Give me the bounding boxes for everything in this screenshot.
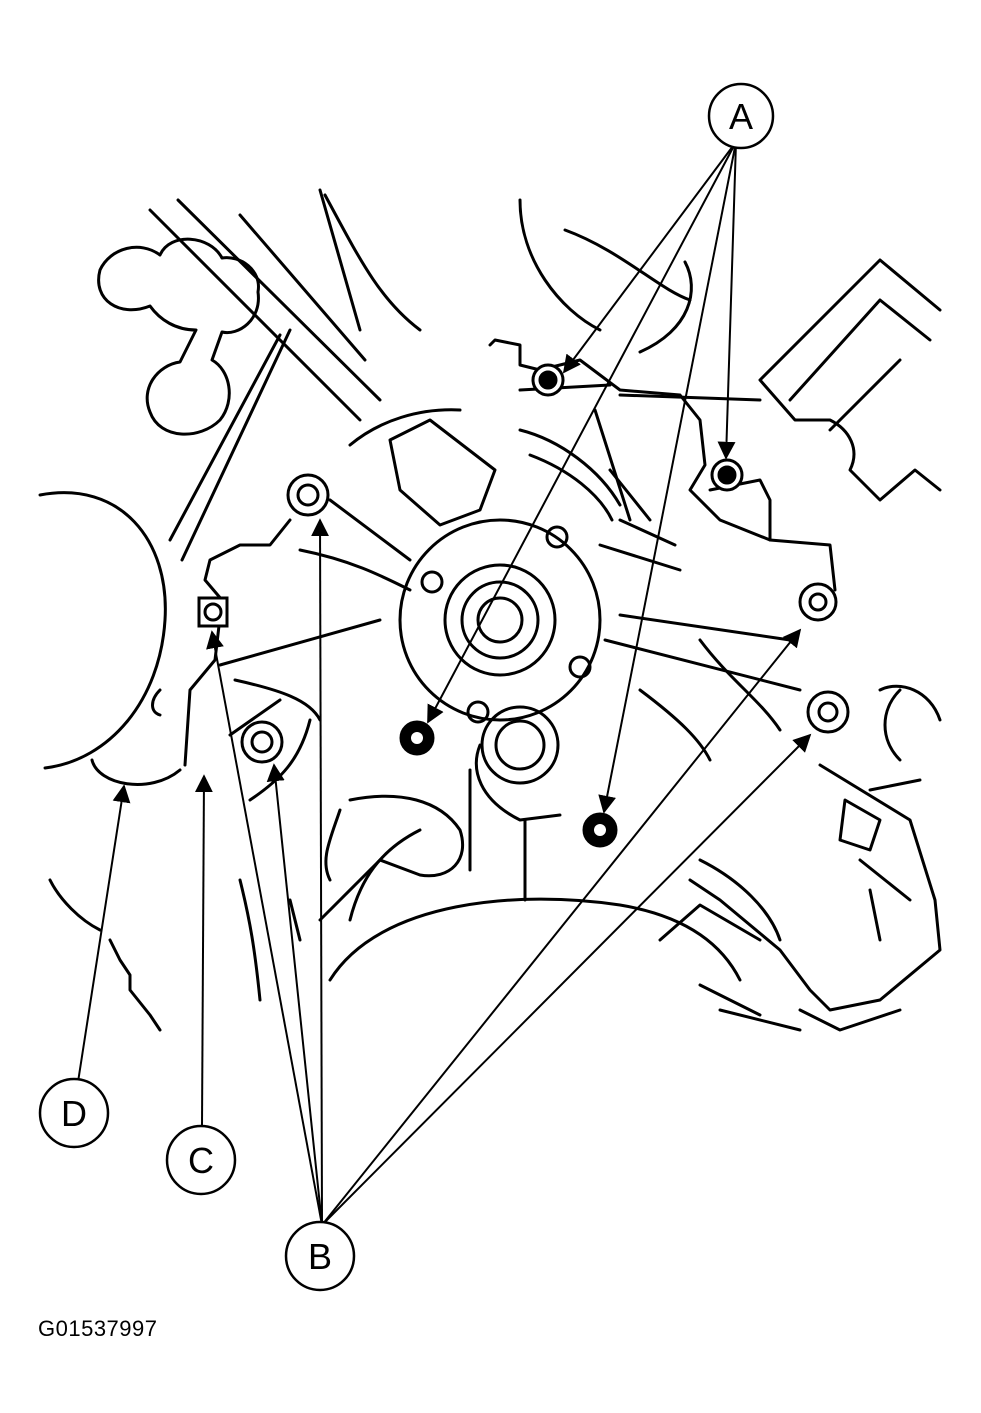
left-pulley (38, 491, 167, 770)
leader-a-4 (598, 141, 737, 814)
callout-d-label: D (61, 1093, 87, 1134)
leader-b-3 (266, 763, 323, 1226)
bolt-b-top (286, 473, 330, 517)
leader-b-5 (321, 733, 812, 1226)
leader-lines (77, 141, 812, 1226)
figure-id: G01537997 (38, 1316, 158, 1341)
engine-line-art (38, 188, 942, 1032)
hose-d (90, 758, 182, 786)
upper-left-bracket (97, 237, 260, 436)
lower-pulley (328, 897, 742, 982)
callout-c-label: C (188, 1140, 214, 1181)
right-housing (758, 258, 942, 502)
bolt-b-lower-left (240, 720, 284, 764)
bolt-b-left-stud (197, 596, 229, 628)
callout-a-label: A (729, 96, 753, 137)
leader-a-2 (717, 141, 737, 460)
leader-b-4 (321, 628, 802, 1226)
callout-a: A (707, 82, 775, 150)
callout-c: C (165, 1124, 237, 1196)
leader-a-3 (427, 141, 737, 724)
bolts (197, 363, 850, 848)
bolt-b-right (798, 582, 838, 622)
leader-b-1 (311, 518, 330, 1226)
bolt-a-right (710, 458, 744, 492)
leader-c (194, 774, 213, 1126)
bracket-c (183, 518, 292, 767)
pump-body (488, 338, 837, 592)
callout-b: B (284, 1220, 356, 1292)
callout-d: D (38, 1077, 110, 1149)
bolt-a-lower-left (399, 720, 435, 756)
leader-b-2 (206, 630, 323, 1226)
tensioner-body (688, 763, 942, 1012)
bolt-a-lower-right (582, 812, 618, 848)
pump-flange (398, 518, 602, 722)
leader-d (77, 784, 131, 1083)
small-hook (638, 260, 693, 354)
bolt-a-upper (531, 363, 565, 397)
bolt-b-lower-right (806, 690, 850, 734)
callout-b-label: B (308, 1236, 332, 1277)
leader-a-1 (562, 141, 737, 374)
